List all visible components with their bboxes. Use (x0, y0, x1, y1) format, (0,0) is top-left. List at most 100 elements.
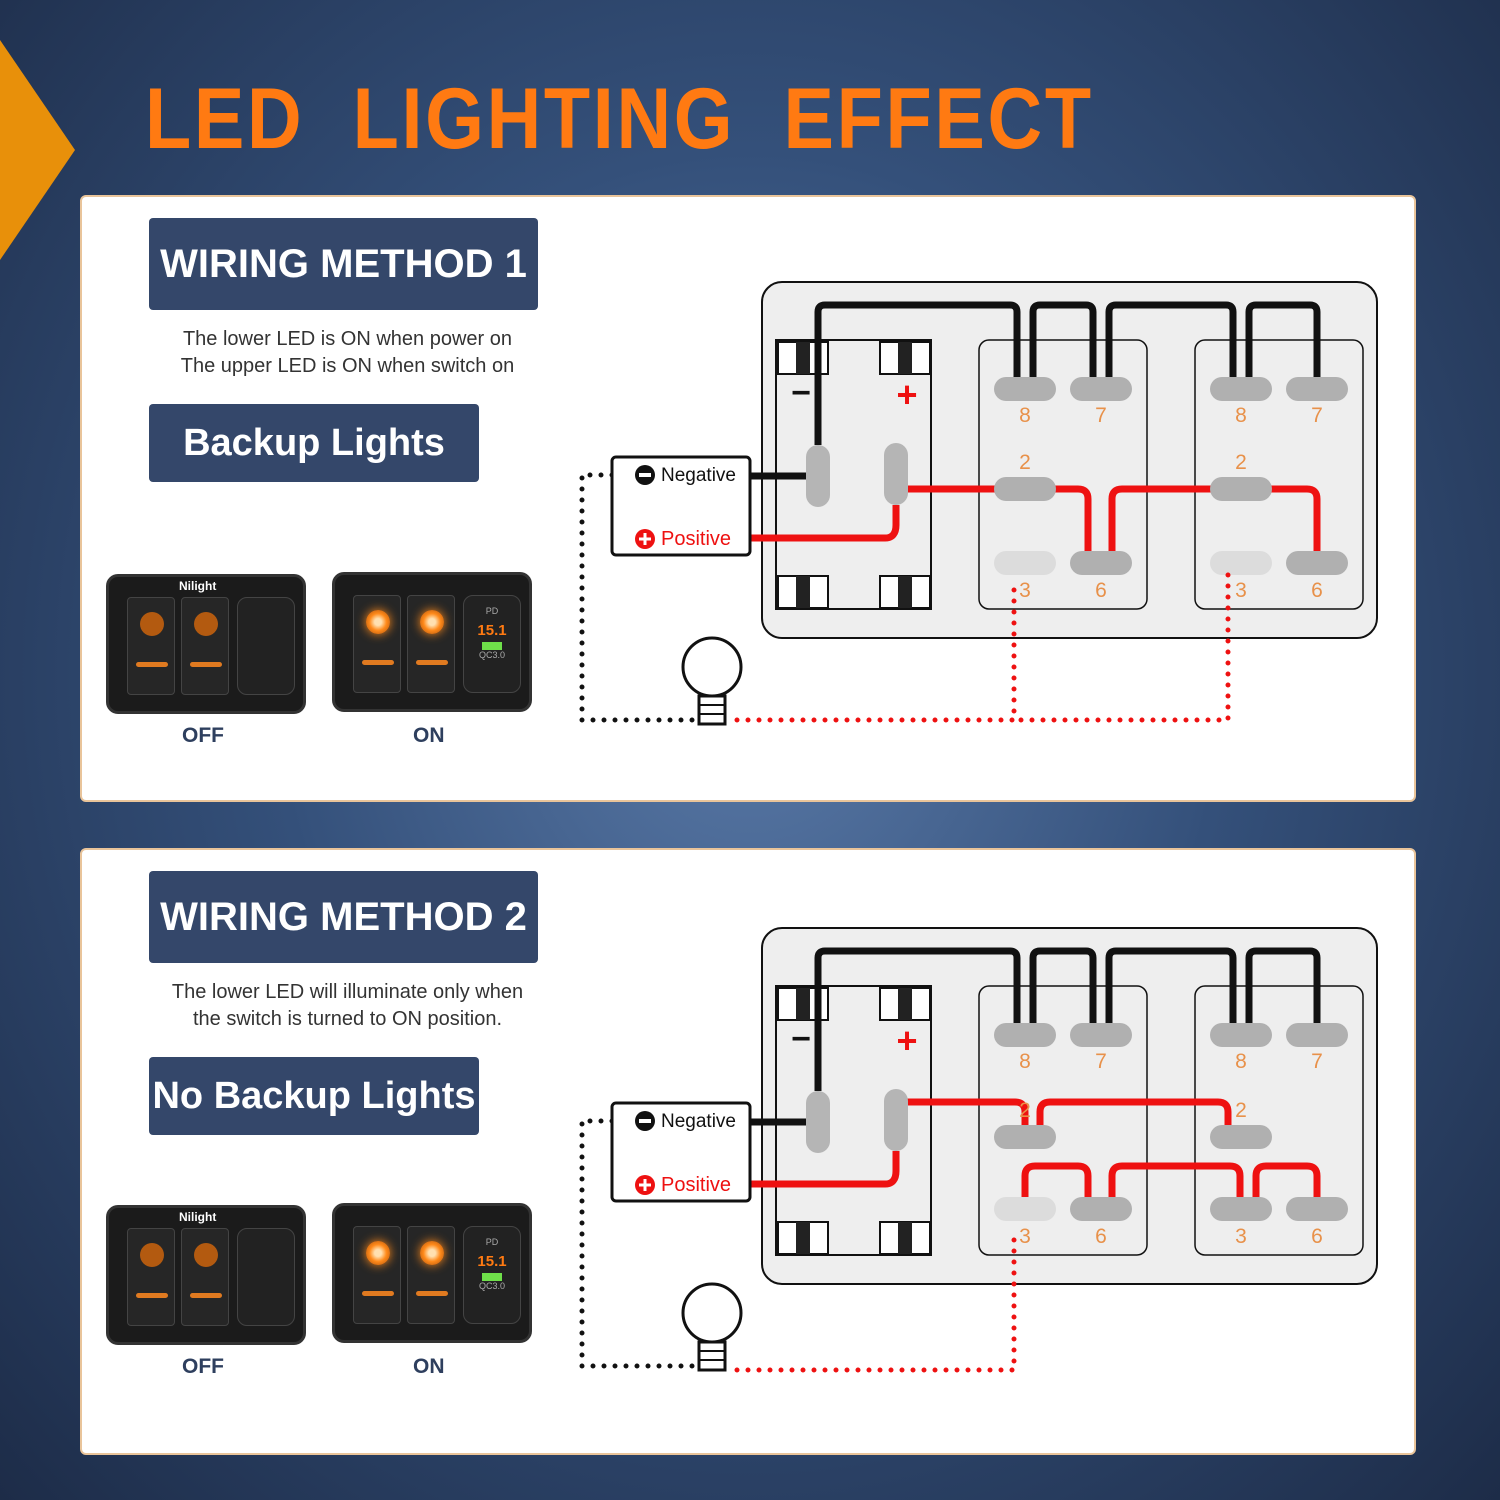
pin-label: 7 (1311, 404, 1323, 427)
switch-box (978, 339, 1148, 610)
switch-box (978, 985, 1148, 1256)
minus-sign: − (791, 374, 811, 412)
section-header: WIRING METHOD 1 (149, 218, 538, 310)
terminal-pin-8 (994, 377, 1056, 401)
pin-label: 8 (1235, 1050, 1247, 1073)
diagram-shape (697, 1340, 727, 1372)
terminal-pin-8 (1210, 1023, 1272, 1047)
plus-sign: + (896, 1020, 917, 1061)
pin-label: 6 (1311, 1225, 1323, 1248)
terminal-pin-8 (994, 1023, 1056, 1047)
voltage-readout: 15.1 (477, 622, 507, 639)
minus-sign: − (791, 1020, 811, 1058)
pin-label: 2 (1235, 451, 1247, 474)
terminal-pin-2 (1210, 1125, 1272, 1149)
section-description: The lower LED is ON when power on The upp… (150, 326, 545, 380)
pin-label: 8 (1019, 1050, 1031, 1073)
diagram-shape (639, 533, 651, 545)
pin-label: 6 (1095, 579, 1107, 602)
switch-panel-off: Nilight (106, 1205, 306, 1345)
corner-accent (0, 40, 75, 260)
negative-label: Negative (661, 465, 736, 486)
diagram-shape (796, 988, 810, 1020)
switch-box (1194, 985, 1364, 1256)
terminal-pin-7 (1286, 1023, 1348, 1047)
terminal-pin-7 (1070, 1023, 1132, 1047)
pin-label: 7 (1095, 404, 1107, 427)
diagram-shape (681, 636, 743, 698)
qc-label: QC3.0 (478, 1281, 505, 1291)
terminal-pin-3 (1210, 551, 1272, 575)
pin-label: 2 (1019, 1099, 1031, 1122)
negative-wire (750, 301, 1321, 480)
section-description: The lower LED will illuminate only when t… (150, 979, 545, 1033)
pin-label: 3 (1019, 579, 1031, 602)
terminal-pin-3 (1210, 1197, 1272, 1221)
ground-dotted-wire (579, 1118, 698, 1369)
usb-charger (237, 1228, 295, 1326)
terminal-pin-6 (1070, 1197, 1132, 1221)
diagram-shape (639, 1119, 651, 1123)
diagram-shape (639, 1179, 651, 1191)
terminal-pin-6 (1286, 551, 1348, 575)
diagram-shape (898, 988, 912, 1020)
switch-box (1194, 339, 1364, 610)
terminal-pin-6 (1286, 1197, 1348, 1221)
page-title: LED LIGHTING EFFECT (145, 71, 1094, 167)
pd-label: PD (485, 1237, 499, 1247)
diagram-shape (796, 1222, 810, 1254)
negative-label: Negative (661, 1111, 736, 1132)
pin-label: 8 (1235, 404, 1247, 427)
desc-line: The upper LED is ON when switch on (180, 355, 515, 377)
off-label: OFF (182, 724, 224, 747)
pin-label: 6 (1311, 579, 1323, 602)
qc-label: QC3.0 (478, 650, 505, 660)
pin-label: 7 (1095, 1050, 1107, 1073)
terminal-pin-3 (994, 1197, 1056, 1221)
pin-label: 2 (1019, 451, 1031, 474)
led-dotted-wire (727, 572, 1231, 723)
pin-label: 3 (1235, 1225, 1247, 1248)
brand-logo: Nilight (179, 579, 217, 593)
bulb-icon (681, 636, 743, 726)
diagram-shape (681, 1282, 743, 1344)
pin-label: 2 (1235, 1099, 1247, 1122)
on-label: ON (413, 724, 445, 747)
diagram-shape (898, 1222, 912, 1254)
diagram-shape (796, 342, 810, 374)
positive-wire (750, 1098, 1321, 1200)
desc-line: The lower LED will illuminate only when (171, 981, 524, 1003)
desc-line: the switch is turned to ON position. (192, 1008, 503, 1030)
usb-charger (237, 597, 295, 695)
pin-label: 7 (1311, 1050, 1323, 1073)
brand-logo: Nilight (179, 1210, 217, 1224)
diagram-shape (898, 576, 912, 608)
terminal-pin-2 (994, 477, 1056, 501)
pd-label: PD (485, 606, 499, 616)
off-label: OFF (182, 1355, 224, 1378)
terminal-pin-2 (1210, 477, 1272, 501)
bulb-icon (681, 1282, 743, 1372)
positive-label: Positive (661, 1174, 731, 1196)
terminal-pin-3 (994, 551, 1056, 575)
on-label: ON (413, 1355, 445, 1378)
switch-panel-off: Nilight (106, 574, 306, 714)
pin-label: 6 (1095, 1225, 1107, 1248)
fuse-terminal-negative (806, 445, 830, 507)
plus-sign: + (896, 374, 917, 415)
pin-label: 3 (1235, 579, 1247, 602)
terminal-pin-2 (994, 1125, 1056, 1149)
fuse-terminal-positive (884, 1089, 908, 1151)
led-dotted-wire (727, 1237, 1017, 1373)
pin-label: 3 (1019, 1225, 1031, 1248)
desc-line: The lower LED is ON when power on (182, 328, 513, 350)
fuse-terminal-positive (884, 443, 908, 505)
diagram-shape (697, 694, 727, 726)
diagram-shape (639, 473, 651, 477)
